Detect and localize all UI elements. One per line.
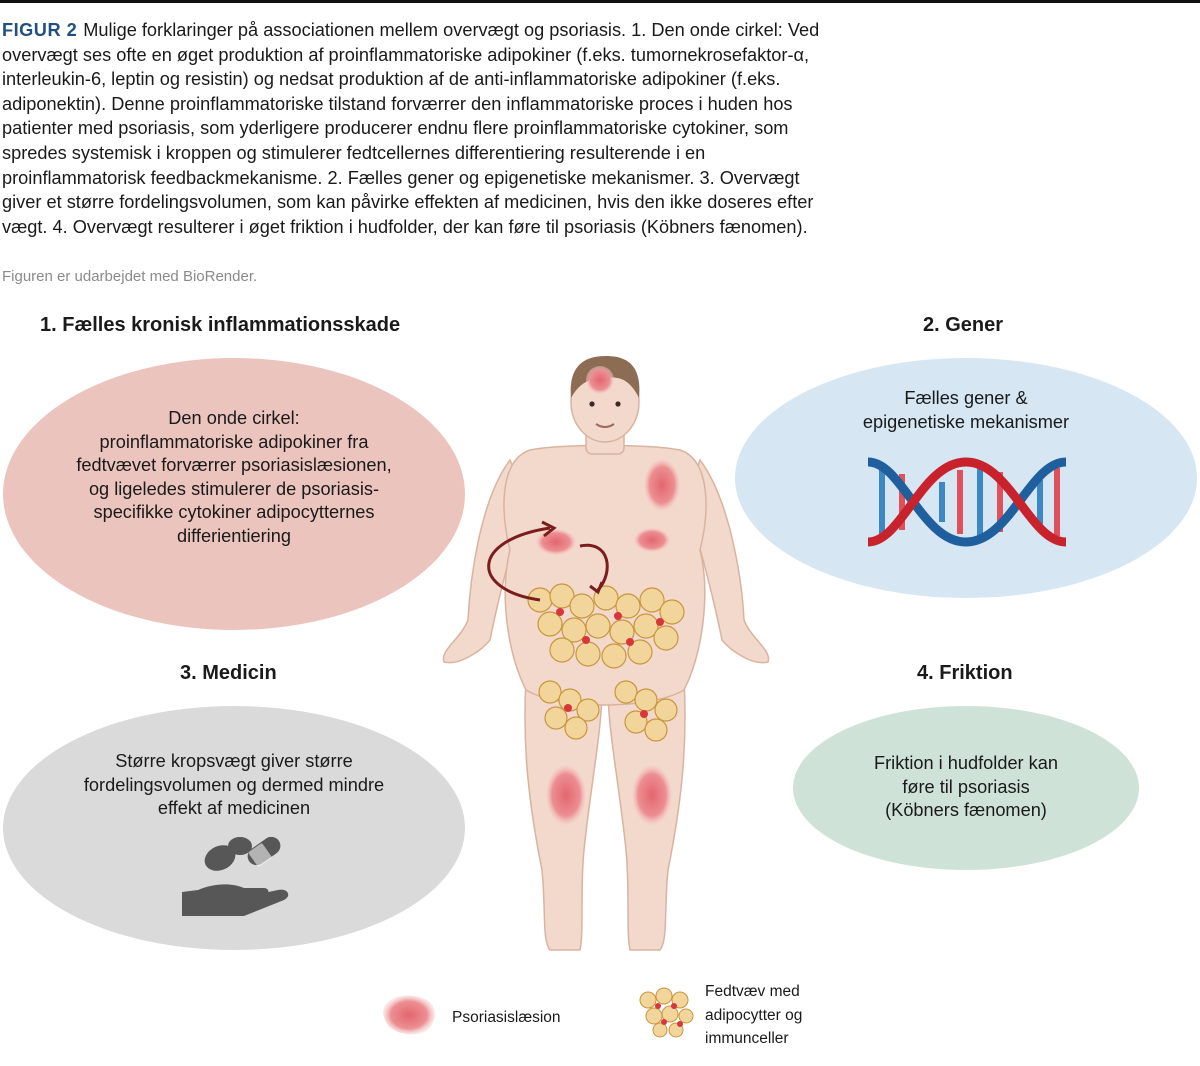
panel-4-line: føre til psoriasis xyxy=(902,776,1030,797)
panel-3-line: Større kropsvægt giver større xyxy=(115,751,353,771)
panel-4-text: Friktion i hudfolder kan føre til psoria… xyxy=(813,752,1119,823)
panel-1-line: differientiering xyxy=(177,525,291,546)
panel-4-line: Friktion i hudfolder kan xyxy=(874,753,1058,773)
panel-4-line: (Köbners fænomen) xyxy=(885,800,1047,820)
legend-fat-line: immunceller xyxy=(705,1030,789,1047)
legend-fat-line: adipocytter og xyxy=(705,1006,803,1024)
panel-3-text: Større kropsvægt giver større fordelings… xyxy=(30,750,438,821)
panel-3-line: fordelingsvolumen og dermed mindre xyxy=(83,774,385,795)
panel-2-text: Fælles gener & epigenetiske mekanismer xyxy=(766,387,1166,434)
panel-1-line: Den onde cirkel: xyxy=(168,408,300,428)
figure-credit: Figuren er udarbejdet med BioRender. xyxy=(2,268,258,285)
panel-2-line: Fælles gener & xyxy=(904,388,1028,408)
panel-3-title: 3. Medicin xyxy=(180,662,277,684)
figure-label: FIGUR 2 xyxy=(2,20,78,40)
adipose-tissue-icon xyxy=(639,987,694,1038)
top-rule xyxy=(0,0,1200,3)
panel-1-line: proinflammatoriske adipokiner fra xyxy=(99,431,369,452)
panel-1-ellipse xyxy=(3,358,465,630)
human-body-illustration xyxy=(442,356,770,951)
dna-helix-icon xyxy=(867,457,1067,547)
panel-2-title: 2. Gener xyxy=(923,314,1004,336)
legend-fat-label: Fedtvæv med adipocytter og immunceller xyxy=(705,980,802,1051)
legend-lesion-label: Psoriasislæsion xyxy=(452,1009,561,1026)
panel-1-text: Den onde cirkel: proinflammatoriske adip… xyxy=(20,407,448,548)
panel-1-line: og ligeledes stimulerer de psoriasis- xyxy=(88,478,380,499)
psoriasis-lesion-icon xyxy=(383,995,435,1035)
panel-2-line: epigenetiske mekanismer xyxy=(862,411,1070,432)
panel-1-line: fedtvævet forværrer psoriasislæsionen, xyxy=(76,455,392,475)
panel-4-ellipse xyxy=(793,706,1139,870)
panel-1-title: 1. Fælles kronisk inflammationsskade xyxy=(40,314,401,336)
figure-caption-text: Mulige forklaringer på associationen mel… xyxy=(2,20,820,237)
panel-3-line: effekt af medicinen xyxy=(157,798,311,818)
legend-fat-line: Fedtvæv med xyxy=(705,983,800,1000)
panel-1-line: specifikke cytokiner adipocytternes xyxy=(93,502,375,522)
panel-4-title: 4. Friktion xyxy=(917,662,1013,684)
pills-in-hand-icon xyxy=(182,836,289,916)
panel-2-ellipse xyxy=(735,358,1197,598)
